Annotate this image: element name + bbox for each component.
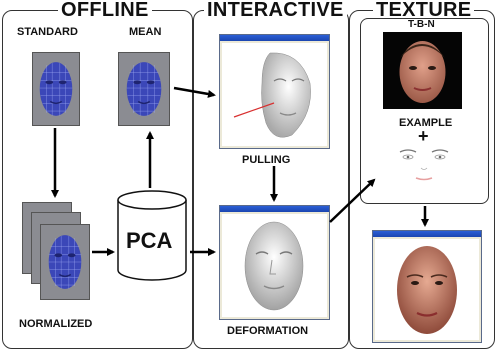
wireframe-face-icon	[39, 62, 73, 116]
pulling-window	[219, 34, 330, 149]
arrow-deformation-to-texture	[329, 178, 376, 223]
pca-database-cylinder: PCA	[116, 190, 188, 282]
face-feature-sketch	[392, 140, 456, 190]
interactive-title: INTERACTIVE	[204, 0, 347, 20]
normalized-label: NORMALIZED	[19, 318, 93, 330]
example-label: EXAMPLE	[399, 117, 453, 129]
window-titlebar	[220, 206, 329, 212]
database-cylinder-icon	[117, 190, 187, 281]
offline-title: OFFLINE	[58, 0, 152, 20]
standard-mesh-image	[32, 52, 80, 126]
window-titlebar	[373, 231, 481, 237]
wireframe-face-icon	[126, 62, 162, 116]
face-pull-render-icon	[233, 52, 311, 138]
textured-face-render-icon	[397, 246, 457, 334]
texture-title: TEXTURE	[373, 0, 475, 20]
mean-mesh-image	[118, 52, 170, 126]
face-deformation-render-icon	[244, 221, 304, 311]
deformation-label: DEFORMATION	[227, 325, 309, 337]
textured-result-canvas	[375, 239, 479, 340]
normalized-mesh-front	[40, 224, 90, 300]
plus-sign: +	[418, 126, 429, 146]
mean-label: MEAN	[129, 26, 162, 38]
pca-label: PCA	[126, 228, 173, 253]
pulling-label: PULLING	[242, 154, 291, 166]
tbn-label: T-B-N	[408, 19, 435, 30]
window-titlebar	[220, 35, 329, 41]
arrow-mean-to-pulling	[173, 86, 216, 98]
example-photo	[383, 32, 462, 109]
deformation-canvas	[222, 214, 327, 317]
pulling-canvas	[222, 43, 327, 146]
deformation-window	[219, 205, 330, 320]
face-feature-lines-icon	[399, 149, 449, 181]
photo-face-icon	[399, 41, 446, 103]
textured-result-window	[372, 230, 482, 343]
standard-label: STANDARD	[17, 26, 78, 38]
wireframe-face-icon	[48, 235, 82, 289]
